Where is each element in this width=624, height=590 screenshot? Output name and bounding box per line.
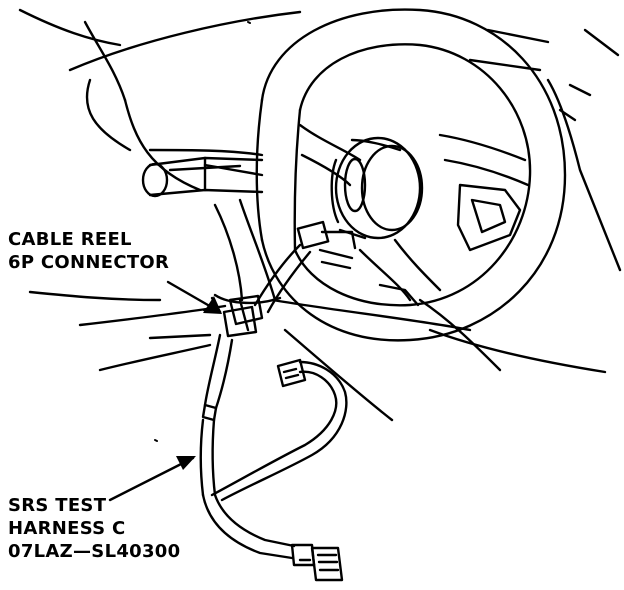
srs-test-harness-c bbox=[199, 333, 348, 582]
dashboard-outline bbox=[18, 8, 622, 422]
cable-reel-hub bbox=[296, 136, 424, 250]
srs-harness-label-line1: SRS TEST bbox=[8, 495, 107, 516]
srs-harness-label-line2: HARNESS C bbox=[8, 518, 126, 539]
cable-reel-label-line1: CABLE REEL bbox=[8, 229, 132, 250]
steering-column-shroud bbox=[213, 198, 282, 305]
cable-reel-label-line2: 6P CONNECTOR bbox=[8, 252, 170, 273]
print-specks bbox=[154, 21, 251, 442]
srs-harness-callout-arrow bbox=[108, 456, 196, 502]
cable-reel-6p-connector bbox=[222, 294, 264, 338]
cable-reel-callout-arrow bbox=[166, 280, 222, 314]
cable-reel-6p-connector-label: CABLE REEL 6P CONNECTOR bbox=[8, 228, 169, 274]
steering-wheel bbox=[255, 8, 567, 342]
srs-harness-label-line3: 07LAZ—SL40300 bbox=[8, 541, 181, 562]
srs-test-harness-label: SRS TEST HARNESS C 07LAZ—SL40300 bbox=[8, 494, 180, 563]
combination-switch-stalk bbox=[141, 156, 264, 198]
